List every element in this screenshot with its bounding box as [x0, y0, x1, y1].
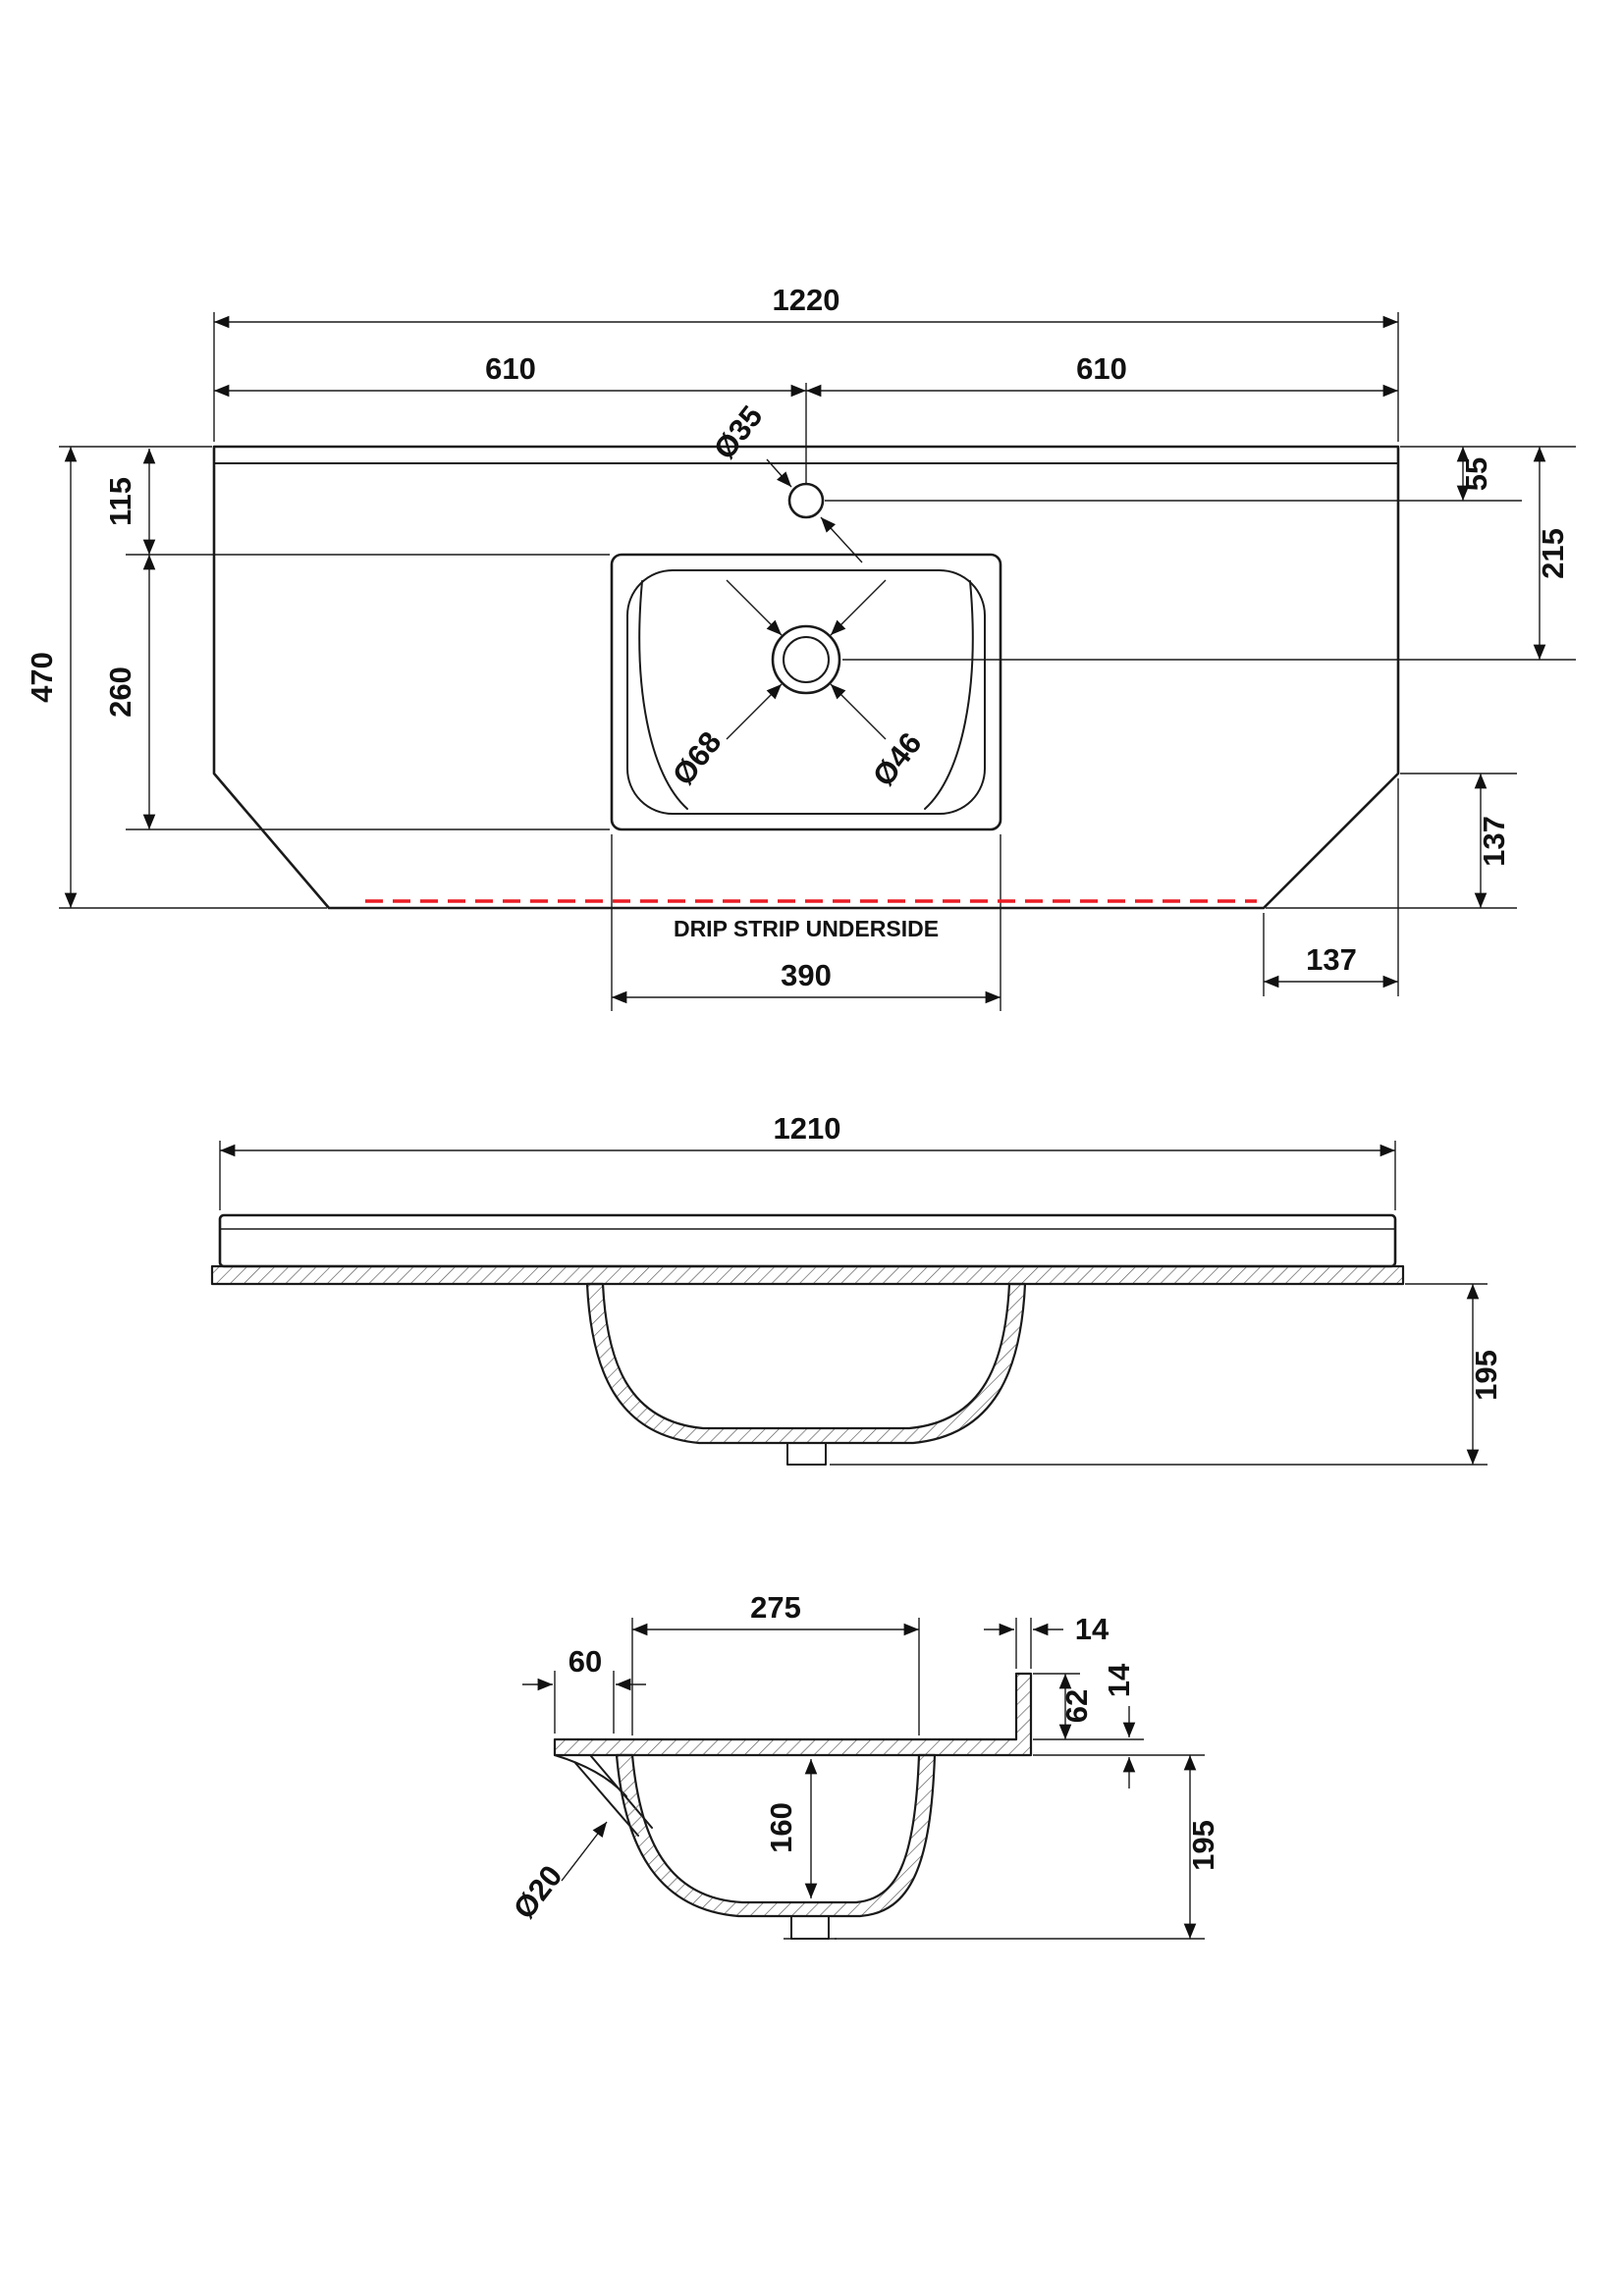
plan-basin-inner — [626, 569, 986, 815]
dim-610-left-label: 610 — [485, 351, 536, 386]
side-drain-stub — [790, 1915, 830, 1940]
dim-137-horizontal-label: 137 — [1306, 942, 1357, 977]
dim-390-label: 390 — [781, 958, 832, 992]
dia-68-label: Ø68 — [666, 725, 729, 792]
front-drain-stub — [786, 1442, 827, 1466]
plan-bowl-curve-right — [924, 580, 974, 810]
dim-1210-label: 1210 — [774, 1111, 841, 1146]
side-slab-upstand — [553, 1672, 1033, 1757]
dim-275-label: 275 — [750, 1590, 801, 1625]
drip-strip-label: DRIP STRIP UNDERSIDE — [674, 916, 939, 941]
plan-basin-outer — [610, 553, 1002, 831]
dim-195-front-label: 195 — [1469, 1350, 1503, 1401]
drain-leader-ne — [830, 579, 887, 636]
dim-55-label: 55 — [1459, 457, 1493, 491]
dim-14-side-label: 14 — [1102, 1663, 1136, 1697]
tap-hole — [787, 482, 825, 519]
tap-leader-upper — [766, 458, 792, 488]
dim-470-label: 470 — [25, 652, 59, 703]
dia-46-label: Ø46 — [866, 726, 929, 793]
dim-610-right-label: 610 — [1076, 351, 1127, 386]
tap-leader-lower — [820, 516, 863, 563]
side-front-apron — [554, 1754, 627, 1797]
plan-view: 1220 610 610 115 260 470 55 215 137 137 … — [25, 283, 1576, 1011]
overflow-channel-line — [574, 1762, 639, 1837]
dia-20-label: Ø20 — [507, 1859, 569, 1926]
side-bowl-section — [615, 1753, 937, 1918]
dim-62-label: 62 — [1059, 1689, 1094, 1723]
dim-14-top-label: 14 — [1075, 1612, 1109, 1646]
plan-counter-outline — [212, 445, 1400, 910]
front-counter-slab — [210, 1264, 1405, 1286]
side-view: 275 14 60 62 14 160 195 Ø20 — [507, 1590, 1220, 1940]
dim-1220-label: 1220 — [773, 283, 840, 317]
dia-35-label: Ø35 — [707, 400, 770, 466]
dim-60-label: 60 — [568, 1644, 602, 1679]
dim-137-vertical-label: 137 — [1477, 816, 1511, 867]
dim-260-label: 260 — [103, 667, 137, 718]
drain-outer-circle — [771, 624, 841, 695]
drain-leader-sw — [726, 683, 783, 740]
dim-115-label: 115 — [103, 477, 137, 526]
front-bowl-section — [585, 1282, 1027, 1445]
dim-195-side-label: 195 — [1186, 1820, 1220, 1871]
front-upstand — [218, 1213, 1397, 1268]
dim-215-label: 215 — [1536, 528, 1570, 579]
plan-bowl-curve-left — [638, 580, 688, 810]
drain-leader-se — [830, 683, 887, 740]
dim-160-label: 160 — [764, 1802, 798, 1853]
plan-extension-lines — [59, 312, 1576, 1011]
front-extension-lines — [219, 1141, 1488, 1466]
side-extension-lines — [554, 1618, 1205, 1940]
dia-20-leader — [561, 1821, 608, 1882]
drain-inner-circle — [783, 636, 830, 683]
front-view: 1210 195 — [210, 1111, 1503, 1466]
drain-leader-nw — [726, 579, 783, 636]
